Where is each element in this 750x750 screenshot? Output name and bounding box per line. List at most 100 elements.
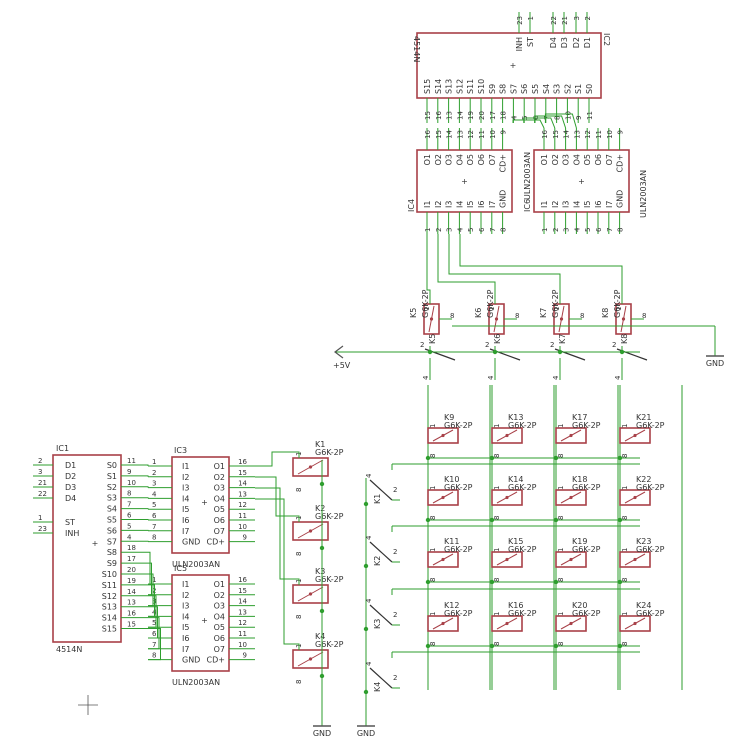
ic2-bottom-label: S14 xyxy=(434,79,443,94)
ic3-in-pin-number: 2 xyxy=(152,469,156,477)
ic5-in-label: I6 xyxy=(182,634,189,643)
contact-pin-number: 2 xyxy=(393,674,397,682)
relay-coil xyxy=(619,615,651,632)
relay-name: K24 xyxy=(636,601,651,610)
ic1-out-pin-number: 4 xyxy=(127,533,132,541)
ic6-top-pin-number: 11 xyxy=(595,130,603,139)
coil-pin-number: 1 xyxy=(621,486,629,490)
ic4-top-label: CD+ xyxy=(499,154,508,172)
ic6-name: IC6 xyxy=(523,199,532,212)
relay-contact xyxy=(369,604,393,626)
ic2-bottom-label: S7 xyxy=(509,84,518,94)
bus-wire xyxy=(523,117,556,129)
relay-value: G6K-2P xyxy=(572,483,601,492)
ic4-body xyxy=(416,149,513,213)
coil-pin-number: 1 xyxy=(429,486,437,490)
relay-value: G6K-2P xyxy=(444,609,473,618)
ic6-bottom-pin-number: 7 xyxy=(606,228,614,232)
ic3-out-label: O2 xyxy=(214,473,225,482)
relay-name: K16 xyxy=(508,601,523,610)
ic4-top-pin-number: 10 xyxy=(489,130,497,139)
ic6-bottom-pin-number: 3 xyxy=(563,228,571,232)
coil-feed-wire xyxy=(255,451,300,467)
ic2-origin-mark: + xyxy=(510,61,517,70)
ic4-top-label: O6 xyxy=(477,154,486,165)
ic5-in-pin-number: 6 xyxy=(152,630,157,638)
ic5-in-label: I4 xyxy=(182,612,189,621)
contact-pin-number: 2 xyxy=(393,611,397,619)
ic1-out-label: S4 xyxy=(107,505,117,514)
coil-pin-number: 8 xyxy=(493,516,501,520)
ic5-in-label: GND xyxy=(182,656,200,665)
coil-pin-number: 8 xyxy=(295,488,303,492)
ic1-out-label: S11 xyxy=(102,581,117,590)
contact-pin-number: 4 xyxy=(614,375,622,380)
contact-pin-number: 2 xyxy=(420,341,424,349)
ic3-in-label: I1 xyxy=(182,462,189,471)
coil-pin-number: 8 xyxy=(429,516,437,520)
ic1-out-pin-number: 9 xyxy=(127,468,131,476)
contact-pin-number: 2 xyxy=(393,486,397,494)
ic3-in-pin-number: 1 xyxy=(152,458,156,466)
coil-feed-wire xyxy=(426,234,431,304)
ic1-out-label: S5 xyxy=(107,516,117,525)
coil-pin-number: 1 xyxy=(493,548,501,552)
relay-name: K13 xyxy=(508,413,523,422)
ic1-out-label: S0 xyxy=(107,461,117,470)
ic2-top-pin-number: 22 xyxy=(550,16,558,25)
ic2-bottom-pin-number: 17 xyxy=(489,111,497,120)
relay-coil xyxy=(555,489,587,506)
ic1-out-pin-number: 15 xyxy=(127,621,136,629)
ic3-in-label: I4 xyxy=(182,494,189,503)
ic2-bottom-pin-number: 20 xyxy=(478,111,486,120)
bus-wire xyxy=(145,628,161,661)
relay-contact xyxy=(369,541,393,563)
relay-name: K15 xyxy=(508,537,523,546)
contact-pin-number: 4 xyxy=(365,598,373,603)
ic3-in-pin-number: 5 xyxy=(152,501,156,509)
ic5-out-label: O1 xyxy=(214,580,225,589)
contact-pin-number: 4 xyxy=(365,473,373,478)
relay-name: K1 xyxy=(315,440,325,449)
relay-name: K4 xyxy=(315,632,325,641)
coil-feed-wire xyxy=(459,234,623,304)
junction-dot xyxy=(363,626,369,632)
ic5-out-label: O2 xyxy=(214,591,225,600)
ic2-bottom-pin-number: 8 xyxy=(554,116,562,120)
relay-value: G6K-2P xyxy=(572,545,601,554)
relay-value: G6K-2P xyxy=(572,421,601,430)
coil-pin-number: 1 xyxy=(493,486,501,490)
bus-wire xyxy=(145,508,149,510)
relay-name: K5 xyxy=(409,308,418,318)
relay-name: K3 xyxy=(315,567,325,576)
relay-name: K9 xyxy=(444,413,454,422)
relay-coil xyxy=(292,584,329,604)
ic5-out-label: O5 xyxy=(214,623,225,632)
ic5-out-label: O3 xyxy=(214,602,225,611)
gnd-label-mid: GND xyxy=(357,729,375,738)
coil-pin-number: 1 xyxy=(493,424,501,428)
relay-name: K14 xyxy=(508,475,523,484)
relay-coil-center xyxy=(633,433,637,438)
ic2-bottom-label: S5 xyxy=(531,84,540,94)
relay-value: G6K-2P xyxy=(444,421,473,430)
ic3-out-pin-number: 9 xyxy=(243,534,247,542)
relay-coil-center xyxy=(505,495,509,500)
ic1-in-label: D3 xyxy=(65,483,76,492)
ic4-bottom-pin-number: 2 xyxy=(435,228,443,232)
relay-name: K18 xyxy=(572,475,587,484)
ic2-bottom-pin-number: 4 xyxy=(510,115,518,120)
ic4-top-label: O7 xyxy=(488,154,497,165)
coil-pin-number: 1 xyxy=(557,612,565,616)
coil-feed-wire xyxy=(255,476,300,522)
contact-pin-number: 4 xyxy=(422,375,430,380)
ic6-origin-mark: + xyxy=(578,177,585,186)
ic3-in-label: I6 xyxy=(182,516,189,525)
ic1-in-pin-number: 21 xyxy=(38,479,47,487)
contact-pin-number: 4 xyxy=(552,375,560,380)
ic6-top-label: O1 xyxy=(540,154,549,165)
ic1-value: 4514N xyxy=(56,645,82,654)
ic1-out-label: S3 xyxy=(107,494,117,503)
ic3-in-pin-number: 3 xyxy=(152,480,156,488)
ic6-top-pin-number: 9 xyxy=(617,130,625,134)
